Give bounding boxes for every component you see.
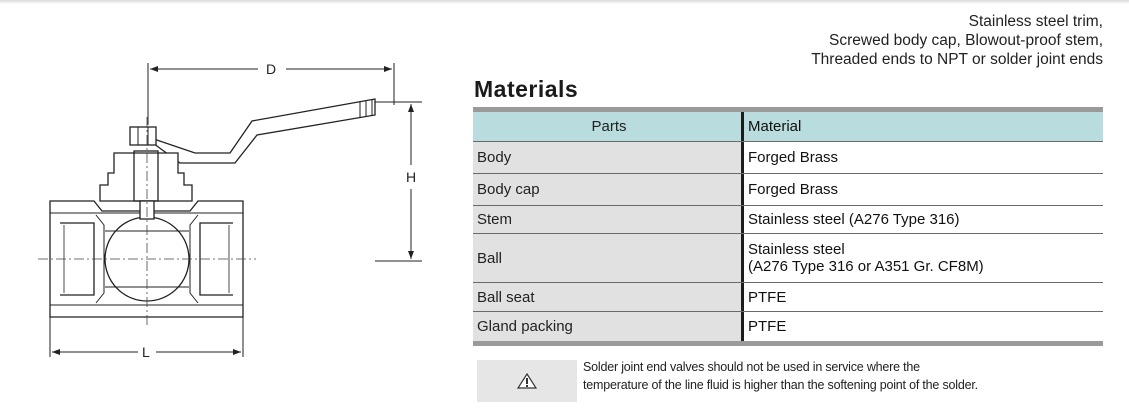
part-cell: Gland packing xyxy=(473,312,741,341)
material-cell: Forged Brass xyxy=(741,142,1103,173)
material-cell: PTFE xyxy=(741,283,1103,311)
table-row: Stem Stainless steel (A276 Type 316) xyxy=(473,206,1103,234)
table-row: Body Forged Brass xyxy=(473,142,1103,174)
column-header-parts: Parts xyxy=(473,112,741,141)
caution-line: Solder joint end valves should not be us… xyxy=(583,360,920,374)
table-row: Body cap Forged Brass xyxy=(473,174,1103,206)
material-cell: Stainless steel (A276 Type 316 or A351 G… xyxy=(741,234,1103,282)
table-row: Ball Stainless steel (A276 Type 316 or A… xyxy=(473,234,1103,283)
materials-title: Materials xyxy=(474,76,579,102)
material-cell: Forged Brass xyxy=(741,174,1103,205)
part-cell: Stem xyxy=(473,206,741,233)
column-header-material: Material xyxy=(741,112,1103,141)
caution-note: Solder joint end valves should not be us… xyxy=(473,356,1103,404)
warning-icon xyxy=(477,360,577,402)
valve-drawing: D H L xyxy=(38,61,422,360)
table-row: Ball seat PTFE xyxy=(473,283,1103,312)
description-line: Screwed body cap, Blowout-proof stem, xyxy=(829,32,1103,49)
material-cell: PTFE xyxy=(741,312,1103,341)
description-line: Stainless steel trim, xyxy=(968,13,1103,30)
caution-text: Solder joint end valves should not be us… xyxy=(583,358,978,394)
dimension-l-label: L xyxy=(142,344,150,360)
materials-table: Parts Material Body Forged Brass Body ca… xyxy=(473,107,1103,346)
dimension-h-label: H xyxy=(406,169,416,185)
table-row: Gland packing PTFE xyxy=(473,312,1103,341)
material-cell: Stainless steel (A276 Type 316) xyxy=(741,206,1103,233)
part-cell: Body cap xyxy=(473,174,741,205)
top-divider xyxy=(0,0,1129,4)
description-line: Threaded ends to NPT or solder joint end… xyxy=(811,51,1103,68)
part-cell: Body xyxy=(473,142,741,173)
table-header-row: Parts Material xyxy=(473,112,1103,142)
caution-line: temperature of the line fluid is higher … xyxy=(583,378,978,392)
part-cell: Ball xyxy=(473,234,741,282)
part-cell: Ball seat xyxy=(473,283,741,311)
product-description: Stainless steel trim, Screwed body cap, … xyxy=(503,12,1103,69)
dimension-d-label: D xyxy=(266,61,276,77)
